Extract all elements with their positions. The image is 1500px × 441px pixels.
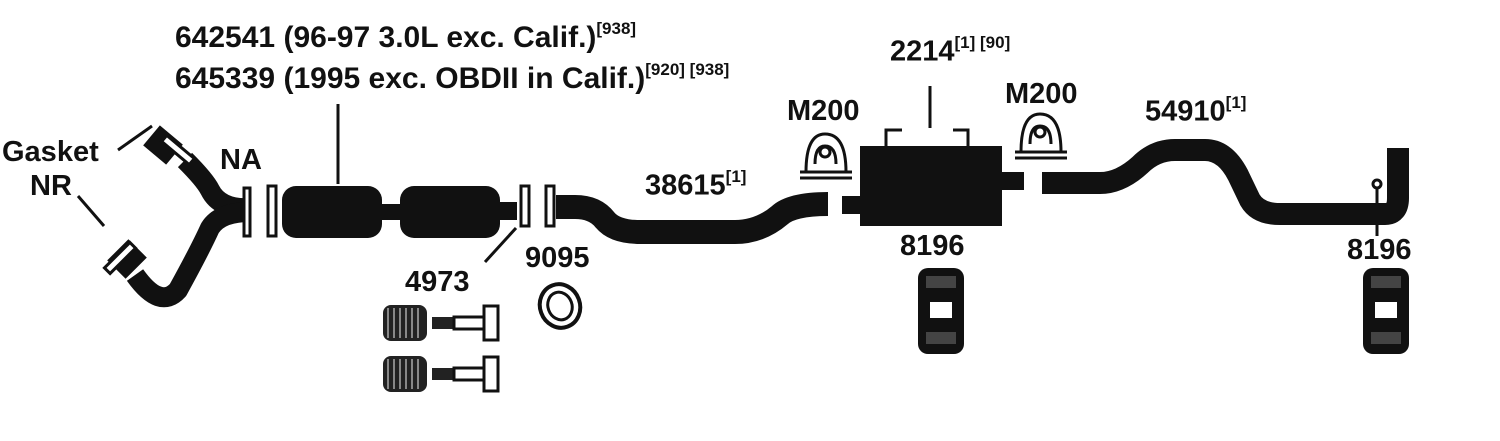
pipe-part: 38615 <box>645 169 726 202</box>
pipe-ref: [1] <box>725 167 747 186</box>
nr-label: NR <box>30 170 72 202</box>
tail-pipe-label: 54910[1] <box>1145 93 1247 128</box>
tail-pipe <box>1042 139 1409 225</box>
catalyst-label-1: 642541 (96-97 3.0L exc. Calif.)[938] <box>175 19 637 54</box>
gasket-icon <box>102 239 147 279</box>
catalyst-desc-2: (1995 exc. OBDII in Calif.) <box>283 62 646 95</box>
gasket-ring-icon <box>537 282 583 330</box>
muffler-part: 2214 <box>890 35 955 68</box>
pipe-label: 38615[1] <box>645 167 747 202</box>
gasket-ring-label: 9095 <box>525 242 590 274</box>
hanger-icon <box>918 268 964 354</box>
gasket-na <box>266 184 278 238</box>
intermediate-pipe <box>556 192 829 244</box>
hanger-left-label: 8196 <box>900 230 965 262</box>
spring-bolt-icon <box>383 304 500 342</box>
clamp-icon <box>1015 112 1067 160</box>
gasket-icon <box>143 125 197 167</box>
catalyst-part-2: 645339 <box>175 62 276 95</box>
catalyst-ref-1: [938] <box>596 19 637 38</box>
clamp-right-label: M200 <box>1005 78 1078 110</box>
catalytic-converter-icon <box>282 186 517 238</box>
muffler-icon <box>842 86 1024 226</box>
flange-left <box>242 186 252 238</box>
catalyst-part-1: 642541 <box>175 21 276 54</box>
clamp-left-label: M200 <box>787 95 860 127</box>
flange-cat-outlet <box>519 184 531 228</box>
na-label: NA <box>220 144 262 176</box>
hanger-right-label: 8196 <box>1347 234 1412 266</box>
gasket-9095-installed <box>544 184 556 228</box>
muffler-label: 2214[1] [90] <box>890 33 1011 68</box>
hanger-icon <box>1363 268 1409 354</box>
clamp-icon <box>800 132 852 180</box>
catalyst-desc-1: (96-97 3.0L exc. Calif.) <box>283 21 597 54</box>
bolt-kit-label: 4973 <box>405 266 470 298</box>
y-pipe-lower-branch <box>126 202 251 308</box>
leader-lines <box>76 104 518 264</box>
muffler-ref: [1] [90] <box>954 33 1011 52</box>
tail-pipe-ref: [1] <box>1225 93 1247 112</box>
catalyst-label-2: 645339 (1995 exc. OBDII in Calif.)[920] … <box>175 60 730 95</box>
tail-pipe-part: 54910 <box>1145 95 1226 128</box>
spring-bolt-icon <box>383 355 500 393</box>
gasket-label: Gasket <box>2 136 99 168</box>
catalyst-ref-2: [920] [938] <box>645 60 730 79</box>
